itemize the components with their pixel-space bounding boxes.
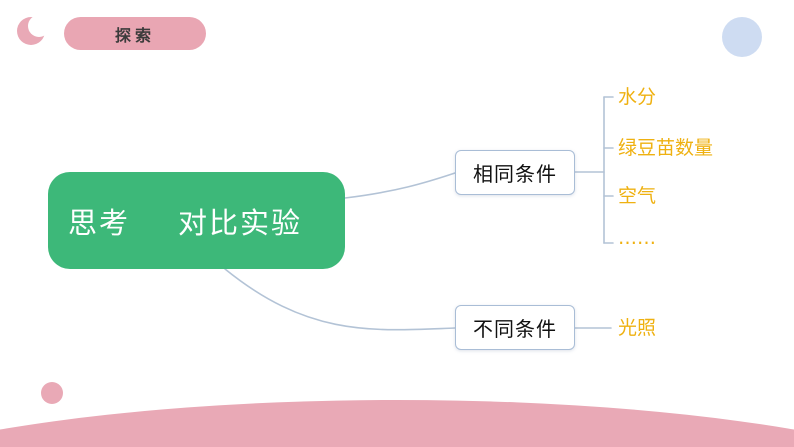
- different-conditions-node: 不同条件: [455, 305, 575, 350]
- leaf-item-air: 空气: [618, 185, 657, 207]
- different-conditions-label: 不同条件: [473, 317, 557, 341]
- bottom-wave-decor: [0, 400, 794, 447]
- leaf-item-bean-count: 绿豆苗数量: [618, 137, 714, 159]
- section-badge-label: 探索: [114, 25, 155, 45]
- same-conditions-node: 相同条件: [455, 150, 575, 195]
- top-right-circle-decor: [722, 17, 762, 57]
- main-topic-prefix: 思考: [68, 205, 131, 240]
- connector-lines: [224, 96, 614, 331]
- main-topic-title: 对比实验: [178, 205, 303, 240]
- section-badge: 探索: [64, 17, 206, 50]
- top-left-crescent-decor: [17, 15, 50, 45]
- leaf-item-ellipsis: ……: [618, 227, 656, 249]
- connector-main-to-same: [344, 172, 456, 199]
- connector-main-to-diff: [224, 268, 456, 331]
- main-topic-node: 思考 对比实验: [48, 172, 345, 269]
- same-conditions-label: 相同条件: [473, 162, 557, 186]
- leaf-item-light: 光照: [618, 317, 657, 339]
- bottom-left-dot-decor: [41, 382, 63, 404]
- leaf-item-water: 水分: [618, 86, 657, 108]
